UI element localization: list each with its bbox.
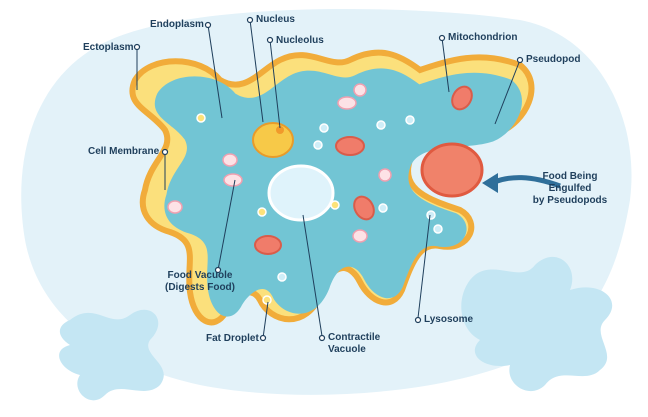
label-nucleolus: Nucleolus <box>276 35 324 46</box>
splash-right <box>461 256 613 392</box>
mitochondria <box>254 85 473 255</box>
label-fat-droplet: Fat Droplet <box>206 333 259 344</box>
leader-lines <box>136 19 521 339</box>
splash-left <box>59 309 164 401</box>
label-line: Engulfed <box>548 183 592 194</box>
label-line: Food Being <box>542 171 598 182</box>
fat-droplets <box>196 113 340 305</box>
engulf-arrow <box>493 175 561 189</box>
label-endoplasm: Endoplasm <box>150 19 204 30</box>
label-nucleus: Nucleus <box>256 14 295 25</box>
label-line: (Digests Food) <box>165 282 235 293</box>
label-food-vacuole: Food Vacuole (Digests Food) <box>155 270 245 294</box>
label-line: Food Vacuole <box>167 270 233 281</box>
label-contractile-vacuole: Contractile Vacuole <box>328 332 380 356</box>
label-cell-membrane: Cell Membrane <box>88 146 160 157</box>
label-lysosome: Lysosome <box>424 314 474 325</box>
label-line: Vacuole <box>328 344 366 355</box>
label-food-being-engulfed: Food Being Engulfed by Pseudopods <box>520 171 620 207</box>
food-vacuoles <box>167 83 392 243</box>
label-ectoplasm: Ectoplasm <box>83 42 134 53</box>
lysosomes <box>277 115 443 282</box>
food-being-engulfed <box>420 142 484 198</box>
contractile-vacuole <box>267 164 335 222</box>
leader-dots <box>133 16 524 342</box>
nucleus <box>252 122 294 158</box>
label-line: by Pseudopods <box>532 195 608 206</box>
nucleolus <box>276 126 284 134</box>
label-mitochondrion: Mitochondrion <box>448 32 518 43</box>
label-pseudopod: Pseudopod <box>526 54 581 65</box>
arrow-head <box>482 173 498 193</box>
label-line: Contractile <box>328 332 381 343</box>
